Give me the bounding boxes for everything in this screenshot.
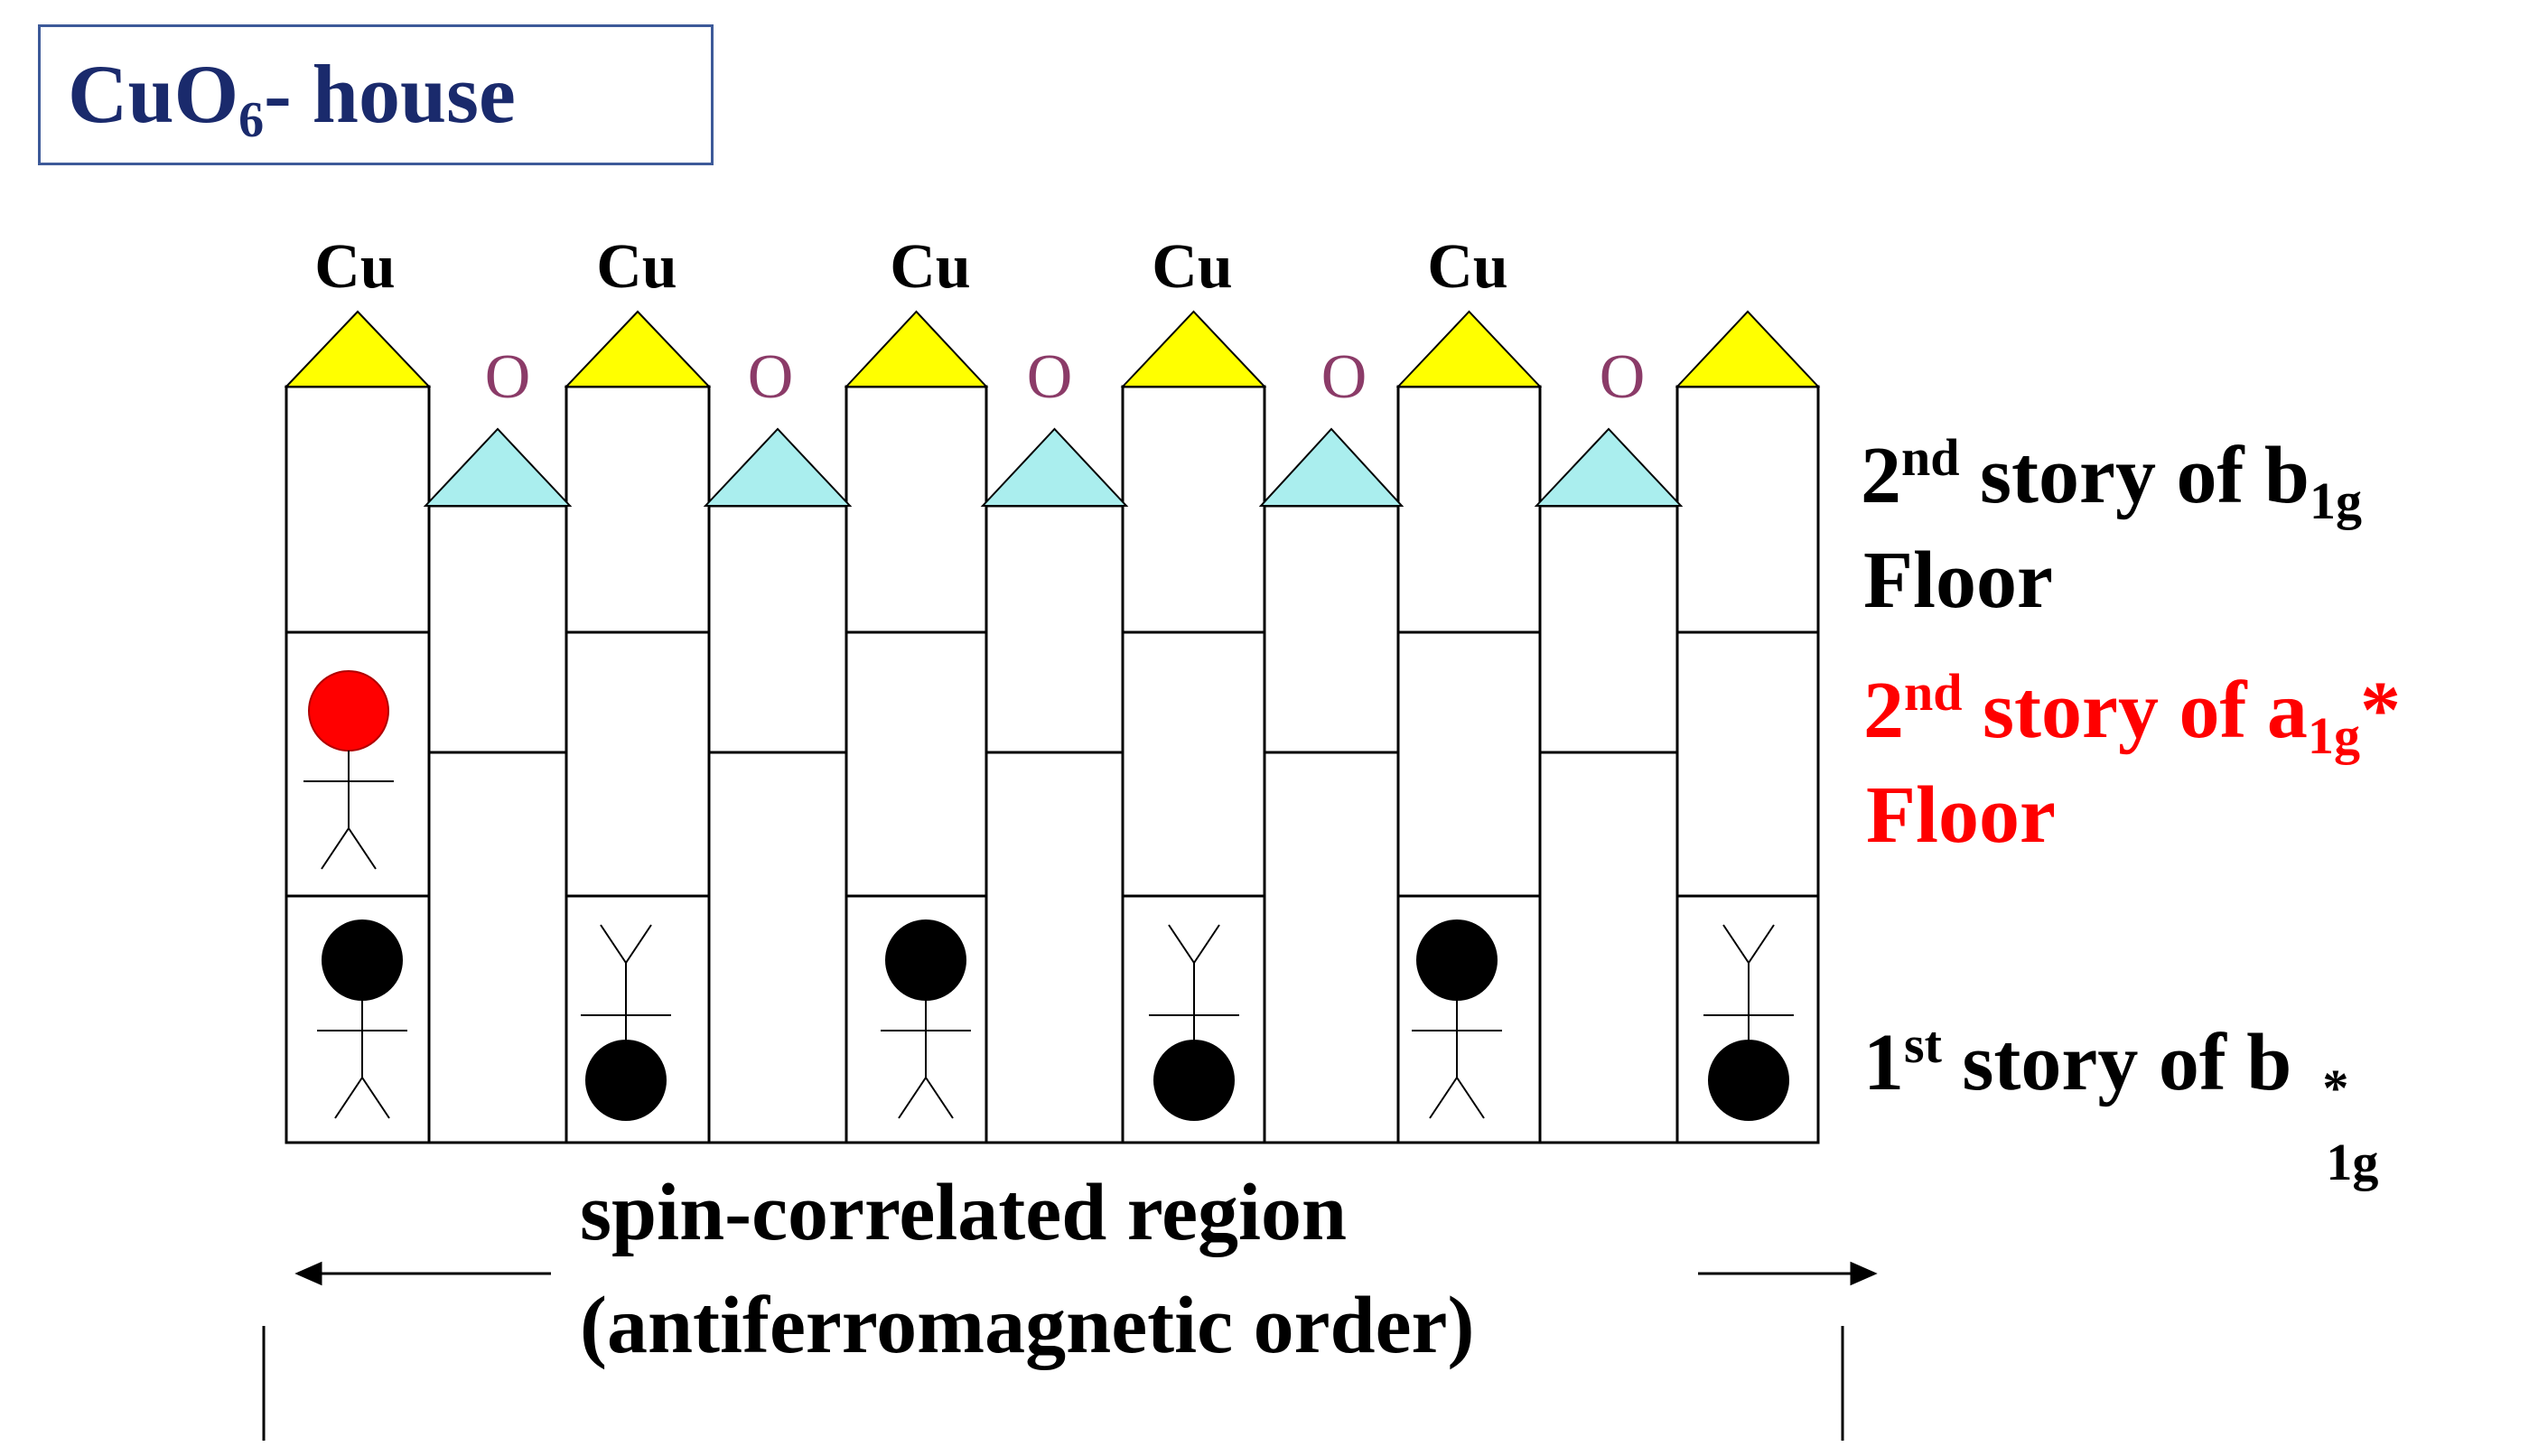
electron-head bbox=[585, 1040, 667, 1121]
cu-column bbox=[285, 385, 431, 1144]
o-roof-triangle bbox=[980, 427, 1129, 507]
leg bbox=[321, 827, 350, 870]
spin-down-electron bbox=[1703, 924, 1794, 1121]
atom-labels: Cu Cu Cu Cu CuO O O O O bbox=[314, 232, 1645, 412]
cu-column bbox=[845, 385, 988, 1144]
leg bbox=[1748, 924, 1775, 964]
o-column bbox=[1538, 504, 1679, 1144]
spin-up-electron bbox=[317, 919, 407, 1119]
o-column bbox=[427, 504, 568, 1144]
roof-triangles bbox=[284, 310, 1821, 507]
leg bbox=[898, 1077, 927, 1119]
o-label: O bbox=[1027, 342, 1073, 412]
cu-label: Cu bbox=[1152, 232, 1232, 302]
o-roof-triangle bbox=[703, 427, 853, 507]
o-roof-triangle bbox=[1258, 427, 1404, 507]
spin-up-electron bbox=[881, 919, 971, 1119]
leg bbox=[1168, 924, 1195, 964]
label-b1g-floor: 2nd story of b1g bbox=[1861, 428, 2362, 530]
electron-head bbox=[1153, 1040, 1235, 1121]
left-arrow-head bbox=[294, 1261, 322, 1286]
cu-roof-triangle bbox=[1675, 310, 1821, 387]
leg bbox=[600, 924, 627, 964]
o-label: O bbox=[485, 342, 531, 412]
cu-label: Cu bbox=[314, 232, 395, 302]
cu-roof-triangle bbox=[1120, 310, 1267, 387]
label-b1g-floor-line2: Floor bbox=[1863, 536, 2053, 625]
title: CuO6- house bbox=[68, 48, 516, 148]
leg bbox=[1722, 924, 1750, 964]
leg bbox=[625, 924, 652, 964]
spin-down-electron bbox=[1149, 924, 1239, 1121]
region-label-line2: (antiferromagnetic order) bbox=[580, 1281, 1475, 1370]
leg bbox=[1456, 1077, 1485, 1119]
o-column bbox=[707, 504, 848, 1144]
cu-roof-triangle bbox=[564, 310, 712, 387]
leg bbox=[348, 827, 377, 870]
electron-figures bbox=[303, 670, 1794, 1121]
electron-head bbox=[322, 919, 403, 1001]
region-label-line1: spin-correlated region bbox=[580, 1168, 1348, 1257]
cu-roof-triangle bbox=[1395, 310, 1543, 387]
o-roof-triangle bbox=[423, 427, 573, 507]
o-column bbox=[1263, 504, 1400, 1144]
leg bbox=[334, 1077, 363, 1119]
cu-column bbox=[1396, 385, 1542, 1144]
cu-label: Cu bbox=[890, 232, 970, 302]
region-arrows bbox=[262, 1261, 1878, 1441]
label-a1g-floor: 2nd story of a1g* bbox=[1863, 663, 2401, 765]
spin-up-electron-a1g bbox=[303, 670, 394, 870]
electron-head bbox=[1416, 919, 1498, 1001]
cu-roof-triangle bbox=[284, 310, 432, 387]
title-box: CuO6- house bbox=[38, 24, 714, 165]
leg bbox=[1193, 924, 1220, 964]
right-arrow-head bbox=[1850, 1261, 1878, 1286]
electron-head bbox=[308, 670, 389, 751]
cu-column bbox=[565, 385, 711, 1144]
o-label: O bbox=[748, 342, 794, 412]
o-label: O bbox=[1321, 342, 1367, 412]
leg bbox=[361, 1077, 390, 1119]
leg bbox=[1429, 1077, 1458, 1119]
electron-head bbox=[1708, 1040, 1789, 1121]
spin-up-electron bbox=[1412, 919, 1502, 1119]
o-roof-triangle bbox=[1534, 427, 1684, 507]
o-label: O bbox=[1600, 342, 1646, 412]
label-a1g-floor-line2: Floor bbox=[1866, 770, 2056, 860]
cu-label: Cu bbox=[1427, 232, 1507, 302]
label-b1g-star-floor: 1st story of b*1g bbox=[1863, 1015, 2379, 1191]
o-column bbox=[985, 504, 1125, 1144]
electron-head bbox=[885, 919, 966, 1001]
spin-down-electron bbox=[581, 924, 671, 1121]
cu-label: Cu bbox=[596, 232, 677, 302]
cu-roof-triangle bbox=[844, 310, 989, 387]
leg bbox=[925, 1077, 954, 1119]
